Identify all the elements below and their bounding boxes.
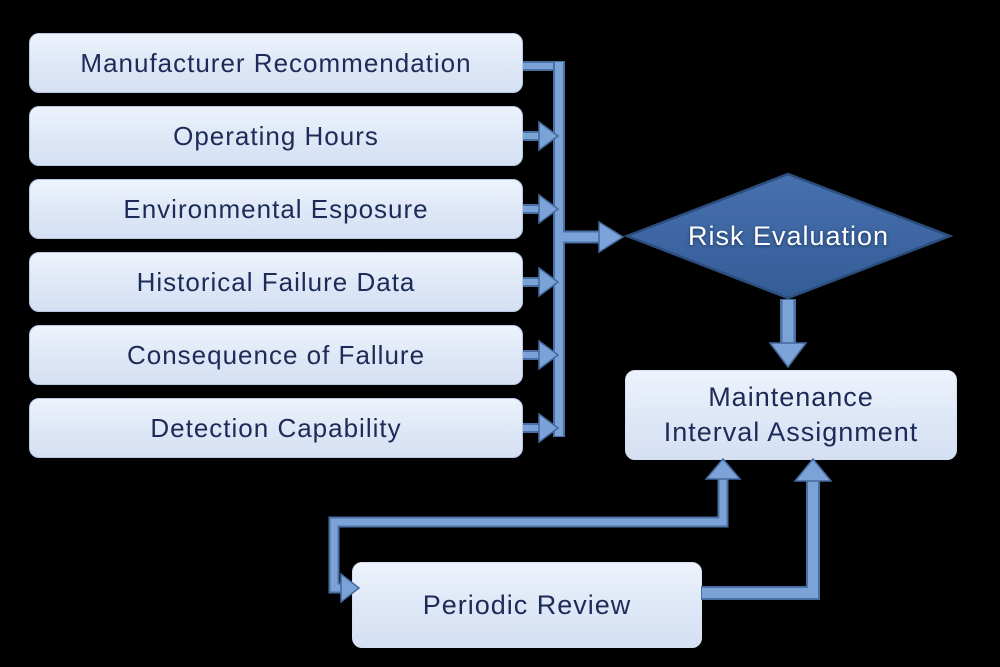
node-label: Consequence of Fallure [126,339,426,370]
node-label: Risk Evaluation [687,220,890,251]
node-label: Operating Hours [173,120,379,151]
input-arrow-operating-hours [523,120,560,152]
collector-line [523,61,565,437]
node-environmental-exposure: Environmental Esposure [29,179,523,239]
node-label: Detection Capability [150,412,402,443]
node-label: Manufacturer Recommendation [80,47,472,78]
node-historical-failure-data: Historical Failure Data [29,252,523,312]
node-label: Periodic Review [422,589,632,620]
node-label: Historical Failure Data [136,266,416,297]
input-arrow-detection-capability [523,412,560,444]
input-arrow-environmental-exposure [523,193,560,225]
risk-evaluation-arrow [563,220,625,254]
node-detection-capability: Detection Capability [29,398,523,458]
node-periodic-review: Periodic Review [352,562,702,648]
node-maintenance-interval-assignment: Maintenance Interval Assignment [625,370,957,460]
decision-to-assignment-arrow [768,299,808,369]
node-consequence-of-failure: Consequence of Fallure [29,325,523,385]
input-arrow-consequence-of-failure [523,339,560,371]
node-manufacturer-recommendation: Manufacturer Recommendation [29,33,523,93]
node-operating-hours: Operating Hours [29,106,523,166]
node-label-line1: Maintenance [708,381,874,412]
node-label: Environmental Esposure [123,193,429,224]
node-risk-evaluation: Risk Evaluation [627,174,950,298]
node-label-line2: Interval Assignment [663,417,919,447]
review-feedback-arrow [701,457,833,600]
input-arrow-historical-failure-data [523,266,560,298]
